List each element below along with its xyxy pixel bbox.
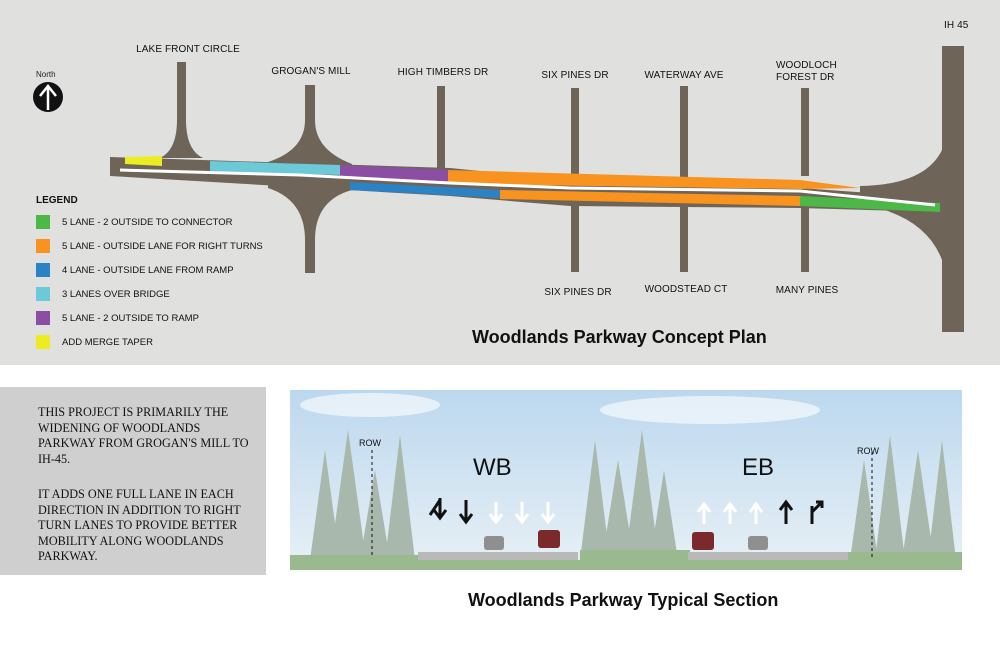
wb-lane-arrows [428, 498, 474, 525]
street-label-many-pines: MANY PINES [775, 285, 839, 296]
car [484, 536, 504, 550]
segment-right-turns-north [448, 170, 860, 189]
down-arrow-icon [514, 502, 530, 525]
street-label-grogans-mill: GROGAN'S MILL [271, 66, 351, 77]
right-turn-arrow-icon [810, 500, 824, 524]
segment-bridge [210, 161, 340, 175]
segment-right-turns-south [500, 190, 800, 206]
project-description-box: THIS PROJECT IS PRIMARILY THE WIDENING O… [0, 387, 266, 575]
concept-plan-title: Woodlands Parkway Concept Plan [472, 327, 767, 347]
description-paragraph-2: IT ADDS ONE FULL LANE IN EACH DIRECTION … [38, 487, 241, 563]
legend-swatch-purple [36, 311, 50, 325]
up-arrow-icon [696, 501, 712, 524]
legend-label: 5 LANE - OUTSIDE LANE FOR RIGHT TURNS [62, 240, 263, 252]
wb-label: WB [473, 454, 512, 481]
eb-roadway [688, 552, 848, 560]
ih-45-road [942, 46, 964, 332]
lake-front-circle-road [177, 62, 186, 157]
street-label-six-pines-dr-south: SIX PINES DR [544, 287, 612, 298]
wb-lane-arrows-white [488, 502, 556, 525]
legend-swatch-green [36, 215, 50, 229]
up-arrow-icon [722, 501, 738, 524]
legend-label: 3 LANES OVER BRIDGE [62, 288, 170, 300]
typical-section-illustration: WB EB ROW ROW [290, 390, 962, 570]
legend-label: 5 LANE - 2 OUTSIDE TO RAMP [62, 312, 199, 324]
typical-section-title: Woodlands Parkway Typical Section [468, 590, 779, 610]
legend-item: 4 LANE - OUTSIDE LANE FROM RAMP [36, 263, 263, 277]
legend-item: 5 LANE - 2 OUTSIDE TO RAMP [36, 311, 263, 325]
high-timbers-road [437, 86, 445, 176]
north-label: North [36, 70, 56, 79]
trees-right [850, 435, 956, 560]
up-arrow-icon [748, 501, 764, 524]
parkway [110, 156, 940, 212]
trees-median [580, 430, 678, 560]
ground [290, 550, 962, 570]
legend-swatch-light-blue [36, 287, 50, 301]
many-pines-road [801, 200, 809, 272]
legend-swatch-blue [36, 263, 50, 277]
segment-connector [800, 196, 940, 212]
cloud [300, 393, 440, 417]
legend-label: 5 LANE - 2 OUTSIDE TO CONNECTOR [62, 216, 233, 228]
segment-from-ramp [350, 182, 500, 198]
car [538, 530, 560, 548]
wb-roadway [418, 552, 578, 560]
legend-item: 5 LANE - OUTSIDE LANE FOR RIGHT TURNS [36, 239, 263, 253]
cloud [600, 396, 820, 424]
street-label-ih-45: IH 45 [944, 20, 969, 31]
legend-item: 5 LANE - 2 OUTSIDE TO CONNECTOR [36, 215, 263, 229]
eb-lane-arrows [778, 499, 824, 524]
down-arrow-icon [488, 502, 504, 525]
car [748, 536, 768, 550]
parkway-median [119, 168, 936, 207]
typical-section-drawing [290, 390, 962, 570]
woodloch-road [801, 88, 809, 176]
concept-plan-panel: North LAKE FRONT CIRCLE GROGAN'S MILL HI… [0, 0, 1000, 365]
trees-left [310, 430, 415, 560]
legend-item: ADD MERGE TAPER [36, 335, 263, 349]
eb-label: EB [742, 454, 775, 481]
row-label-right: ROW [857, 446, 879, 456]
legend-swatch-yellow [36, 335, 50, 349]
row-label-left: ROW [359, 438, 381, 448]
legend-swatch-orange [36, 239, 50, 253]
street-label-waterway-ave: WATERWAY AVE [644, 70, 724, 81]
concept-plan-map [33, 46, 964, 332]
down-arrow-icon [540, 502, 556, 525]
description-paragraph-1: THIS PROJECT IS PRIMARILY THE WIDENING O… [38, 405, 249, 466]
up-arrow-icon [778, 499, 794, 524]
street-label-six-pines-dr-north: SIX PINES DR [541, 70, 609, 81]
street-label-woodloch-forest-dr: WOODLOCH FOREST DR [776, 60, 837, 83]
legend-item: 3 LANES OVER BRIDGE [36, 287, 263, 301]
car [692, 532, 714, 550]
segment-merge-taper [125, 156, 162, 166]
left-turn-arrow-icon [428, 498, 448, 521]
eb-lane-arrows-white [696, 501, 764, 524]
north-arrow-icon [33, 82, 63, 112]
street-label-lake-front-circle: LAKE FRONT CIRCLE [136, 44, 240, 55]
legend-label: 4 LANE - OUTSIDE LANE FROM RAMP [62, 264, 234, 276]
legend-label: ADD MERGE TAPER [62, 336, 153, 348]
down-arrow-icon [458, 500, 474, 525]
legend: LEGEND 5 LANE - 2 OUTSIDE TO CONNECTOR 5… [36, 195, 263, 360]
legend-title: LEGEND [36, 195, 78, 206]
street-label-high-timbers-dr: HIGH TIMBERS DR [397, 67, 489, 78]
street-label-woodstead-ct: WOODSTEAD CT [644, 284, 728, 295]
lake-front-circle-flare [160, 120, 203, 158]
